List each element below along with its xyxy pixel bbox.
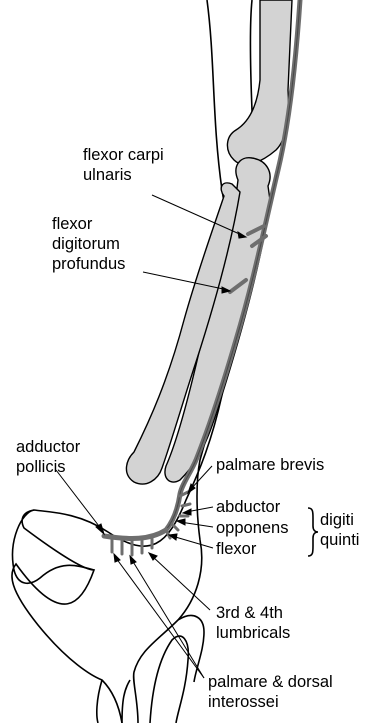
arrow-abductor — [183, 509, 191, 515]
label-line: 3rd & 4th — [216, 603, 290, 623]
label-line: profundus — [52, 254, 125, 274]
label-opponens: opponens — [216, 518, 289, 538]
label-line: flexor carpi — [83, 145, 164, 165]
digiti-quinti-brace — [308, 508, 318, 556]
leader-flexor — [172, 536, 213, 548]
leader-adductor — [56, 470, 102, 530]
label-interossei: palmare & dorsal interossei — [208, 672, 333, 712]
label-line: palmare & dorsal — [208, 672, 333, 692]
label-flexor-digitorum-profundus: flexor digitorum profundus — [52, 214, 125, 274]
finger-index — [97, 680, 102, 723]
label-adductor-pollicis: adductor pollicis — [16, 437, 80, 477]
label-line: pollicis — [16, 457, 80, 477]
leader-interossei-1 — [132, 560, 204, 678]
label-abductor: abductor — [216, 497, 280, 517]
label-lumbricals: 3rd & 4th lumbricals — [216, 603, 290, 643]
arrow-opponens — [177, 519, 185, 525]
label-line: digitorum — [52, 234, 125, 254]
label-line: lumbricals — [216, 623, 290, 643]
label-line: digiti — [320, 510, 359, 530]
label-flexor-carpi-ulnaris: flexor carpi ulnaris — [83, 145, 164, 185]
label-flexor: flexor — [216, 539, 256, 559]
label-line: adductor — [16, 437, 80, 457]
arrow-interossei-2 — [114, 554, 120, 562]
thumb-outline — [13, 510, 94, 583]
label-palmare-brevis: palmare brevis — [216, 455, 324, 475]
label-line: quinti — [320, 530, 359, 550]
leader-interossei-2 — [116, 558, 204, 678]
label-digiti-quinti: digiti quinti — [320, 510, 359, 550]
deep-palmar-arch — [104, 530, 166, 538]
label-line: flexor — [52, 214, 125, 234]
finger-middle — [122, 680, 130, 723]
ulna-bone — [165, 158, 270, 482]
label-line: ulnaris — [83, 165, 164, 185]
arrow-interossei-1 — [130, 556, 136, 564]
label-line: interossei — [208, 692, 333, 712]
